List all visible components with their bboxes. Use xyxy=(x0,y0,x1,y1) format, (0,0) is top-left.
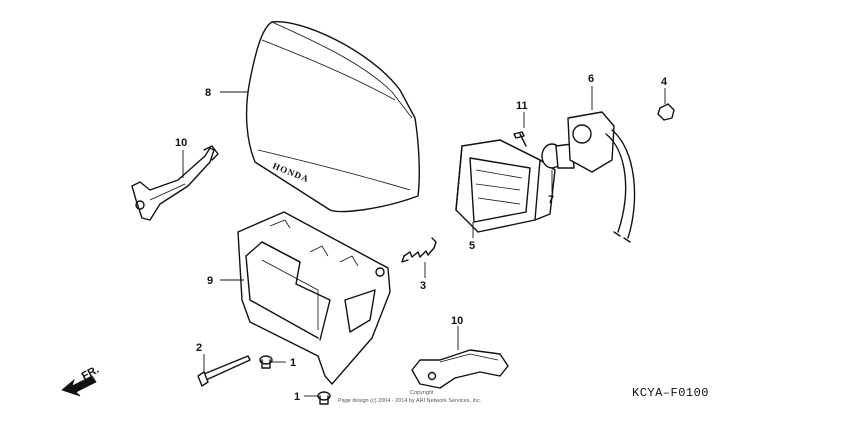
callout-1-lower: 1 xyxy=(294,391,300,403)
callout-labels: 8 10 9 2 1 1 3 5 11 7 6 4 10 xyxy=(175,73,668,403)
callout-10-left: 10 xyxy=(175,137,187,149)
part-1-grommet-upper xyxy=(259,355,273,369)
part-11-screw xyxy=(513,131,527,147)
front-direction-indicator: FR. xyxy=(61,364,101,397)
callout-5: 5 xyxy=(469,240,475,252)
part-8-headlight-cover: HONDA xyxy=(245,21,420,213)
copyright-notice: Page design (c) 2004 - 2014 by ARI Netwo… xyxy=(338,398,482,404)
callout-7: 7 xyxy=(548,194,554,206)
callout-10-right: 10 xyxy=(451,315,463,327)
catalog-code: KCYA–F0100 xyxy=(632,386,709,400)
part-1-grommet-lower xyxy=(317,391,331,405)
leader-lines xyxy=(182,86,666,397)
part-9-headlight-case xyxy=(237,211,391,385)
callout-2: 2 xyxy=(196,342,202,354)
callout-6: 6 xyxy=(588,73,594,85)
callout-3: 3 xyxy=(420,280,426,292)
part-5-headlight-unit xyxy=(455,139,556,233)
part-6-socket xyxy=(567,111,636,243)
callout-11: 11 xyxy=(516,100,528,112)
callout-8: 8 xyxy=(205,87,211,99)
front-label: FR. xyxy=(80,364,101,383)
part-10-stay-right xyxy=(411,349,509,389)
part-10-stay-left xyxy=(131,145,219,221)
callout-9: 9 xyxy=(207,275,213,287)
front-arrow-icon xyxy=(61,375,97,397)
part-2-bolt xyxy=(197,355,251,387)
copyright-heading: Copyright xyxy=(410,390,434,396)
part-4-nut xyxy=(657,103,675,121)
callout-1-upper: 1 xyxy=(290,357,296,369)
part-3-spring xyxy=(401,237,437,263)
callout-4: 4 xyxy=(661,76,668,88)
